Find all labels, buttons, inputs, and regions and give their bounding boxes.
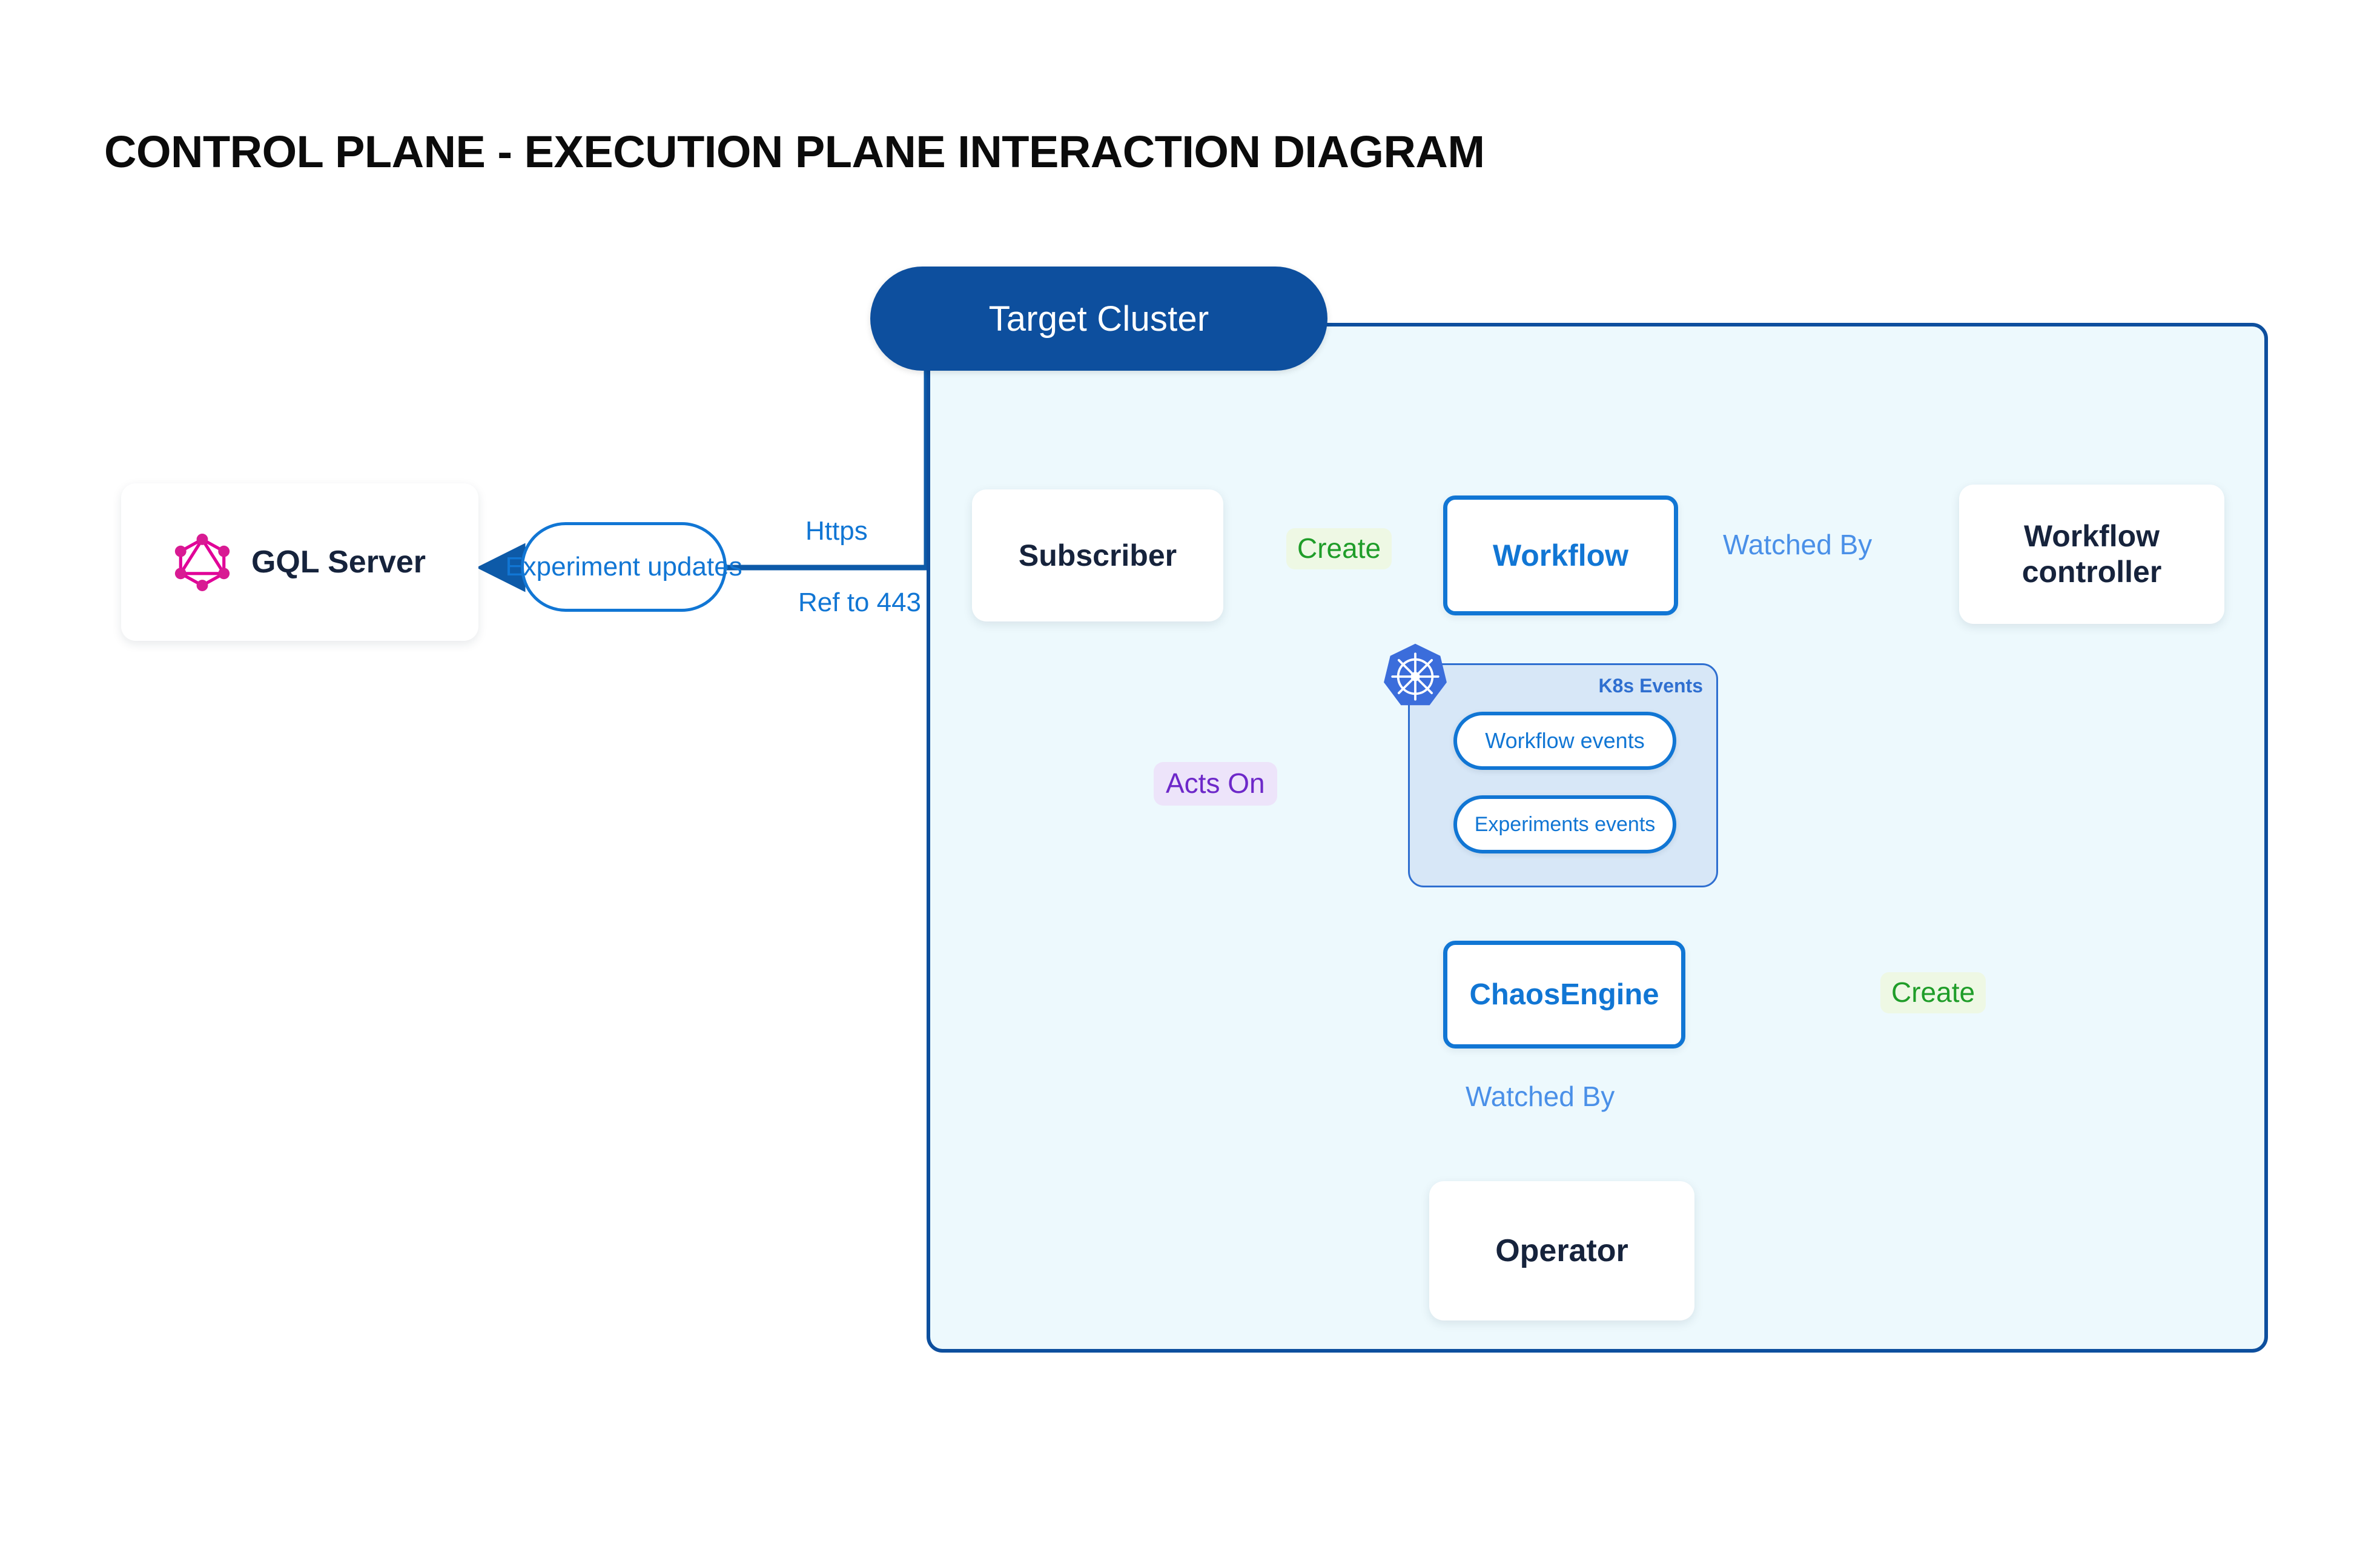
node-gql-server-label: GQL Server [251,545,426,580]
target-cluster-pill[interactable]: Target Cluster [870,267,1327,371]
node-operator[interactable]: Operator [1429,1181,1694,1320]
edge-label-experiment-updates: Experiment updates [505,522,742,612]
edge-label-https: Https [805,516,868,546]
node-workflow-controller-line1: Workflow [2023,519,2160,553]
node-gql-server[interactable]: GQL Server [121,483,478,641]
kubernetes-icon [1384,643,1447,706]
graphql-icon [174,534,230,591]
node-chaos-engine[interactable]: ChaosEngine [1443,941,1685,1049]
edge-label-watched-by-controller: Watched By [1723,529,1873,560]
edge-label-watched-by-operator: Watched By [1466,1081,1615,1112]
node-workflow-controller-line2: controller [2021,555,2162,589]
edge-label-acts-on: Acts On [1154,762,1277,806]
k8s-pill-experiments-events[interactable]: Experiments events [1453,795,1676,853]
edge-label-ref-to-443: Ref to 443 [798,588,922,617]
k8s-events-title: K8s Events [1598,675,1703,697]
edge-label-create-workflow: Create [1286,528,1392,569]
edge-label-create-chaosengine: Create [1880,972,1986,1013]
k8s-pill-workflow-events[interactable]: Workflow events [1453,712,1676,770]
node-subscriber[interactable]: Subscriber [972,489,1223,621]
node-workflow[interactable]: Workflow [1443,495,1678,615]
page-title: CONTROL PLANE - EXECUTION PLANE INTERACT… [104,127,1485,177]
node-workflow-controller[interactable]: Workflow controller [1959,485,2224,624]
k8s-events-group: K8s Events Workflow events Experiments e… [1384,643,1718,887]
